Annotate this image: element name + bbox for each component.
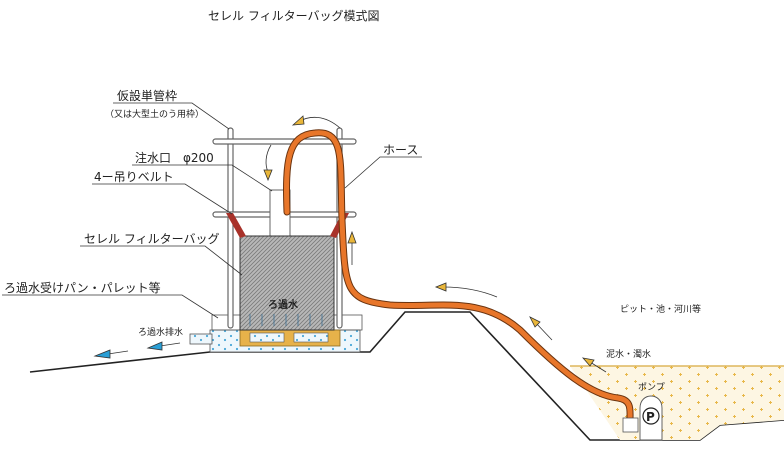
filtrate-drip-arrows: [249, 314, 323, 326]
flow-arrows: [263, 115, 607, 373]
filtrate-label: ろ過水: [268, 298, 299, 311]
label-filter-bag: セレル フィルターバッグ: [84, 232, 219, 246]
diagram-title: セレル フィルターバッグ模式図: [208, 9, 379, 23]
leader-lines: [2, 102, 422, 319]
filter-bag: [239, 235, 335, 331]
pallet: [239, 329, 341, 347]
pump-symbol: P: [646, 410, 655, 424]
label-pump: ポンプ: [638, 382, 665, 393]
drain-arrows: [93, 341, 181, 359]
label-frame: 仮設単管枠: [117, 88, 177, 103]
label-source: ピット・池・河川等: [620, 303, 701, 315]
label-hose: ホース: [383, 143, 418, 157]
label-tray: ろ過水受けパン・パレット等: [4, 281, 161, 295]
label-muddy-water: 泥水・濁水: [606, 348, 651, 360]
label-inlet: 注水口 φ200: [135, 150, 214, 165]
pump: P: [622, 395, 663, 441]
label-drain: ろ過水排水: [138, 326, 183, 338]
label-frame-note: （又は大型土のう用枠）: [105, 108, 204, 120]
pond-water: [570, 365, 784, 440]
hose: [283, 129, 634, 424]
label-belt: 4ー吊りベルト: [94, 170, 174, 184]
